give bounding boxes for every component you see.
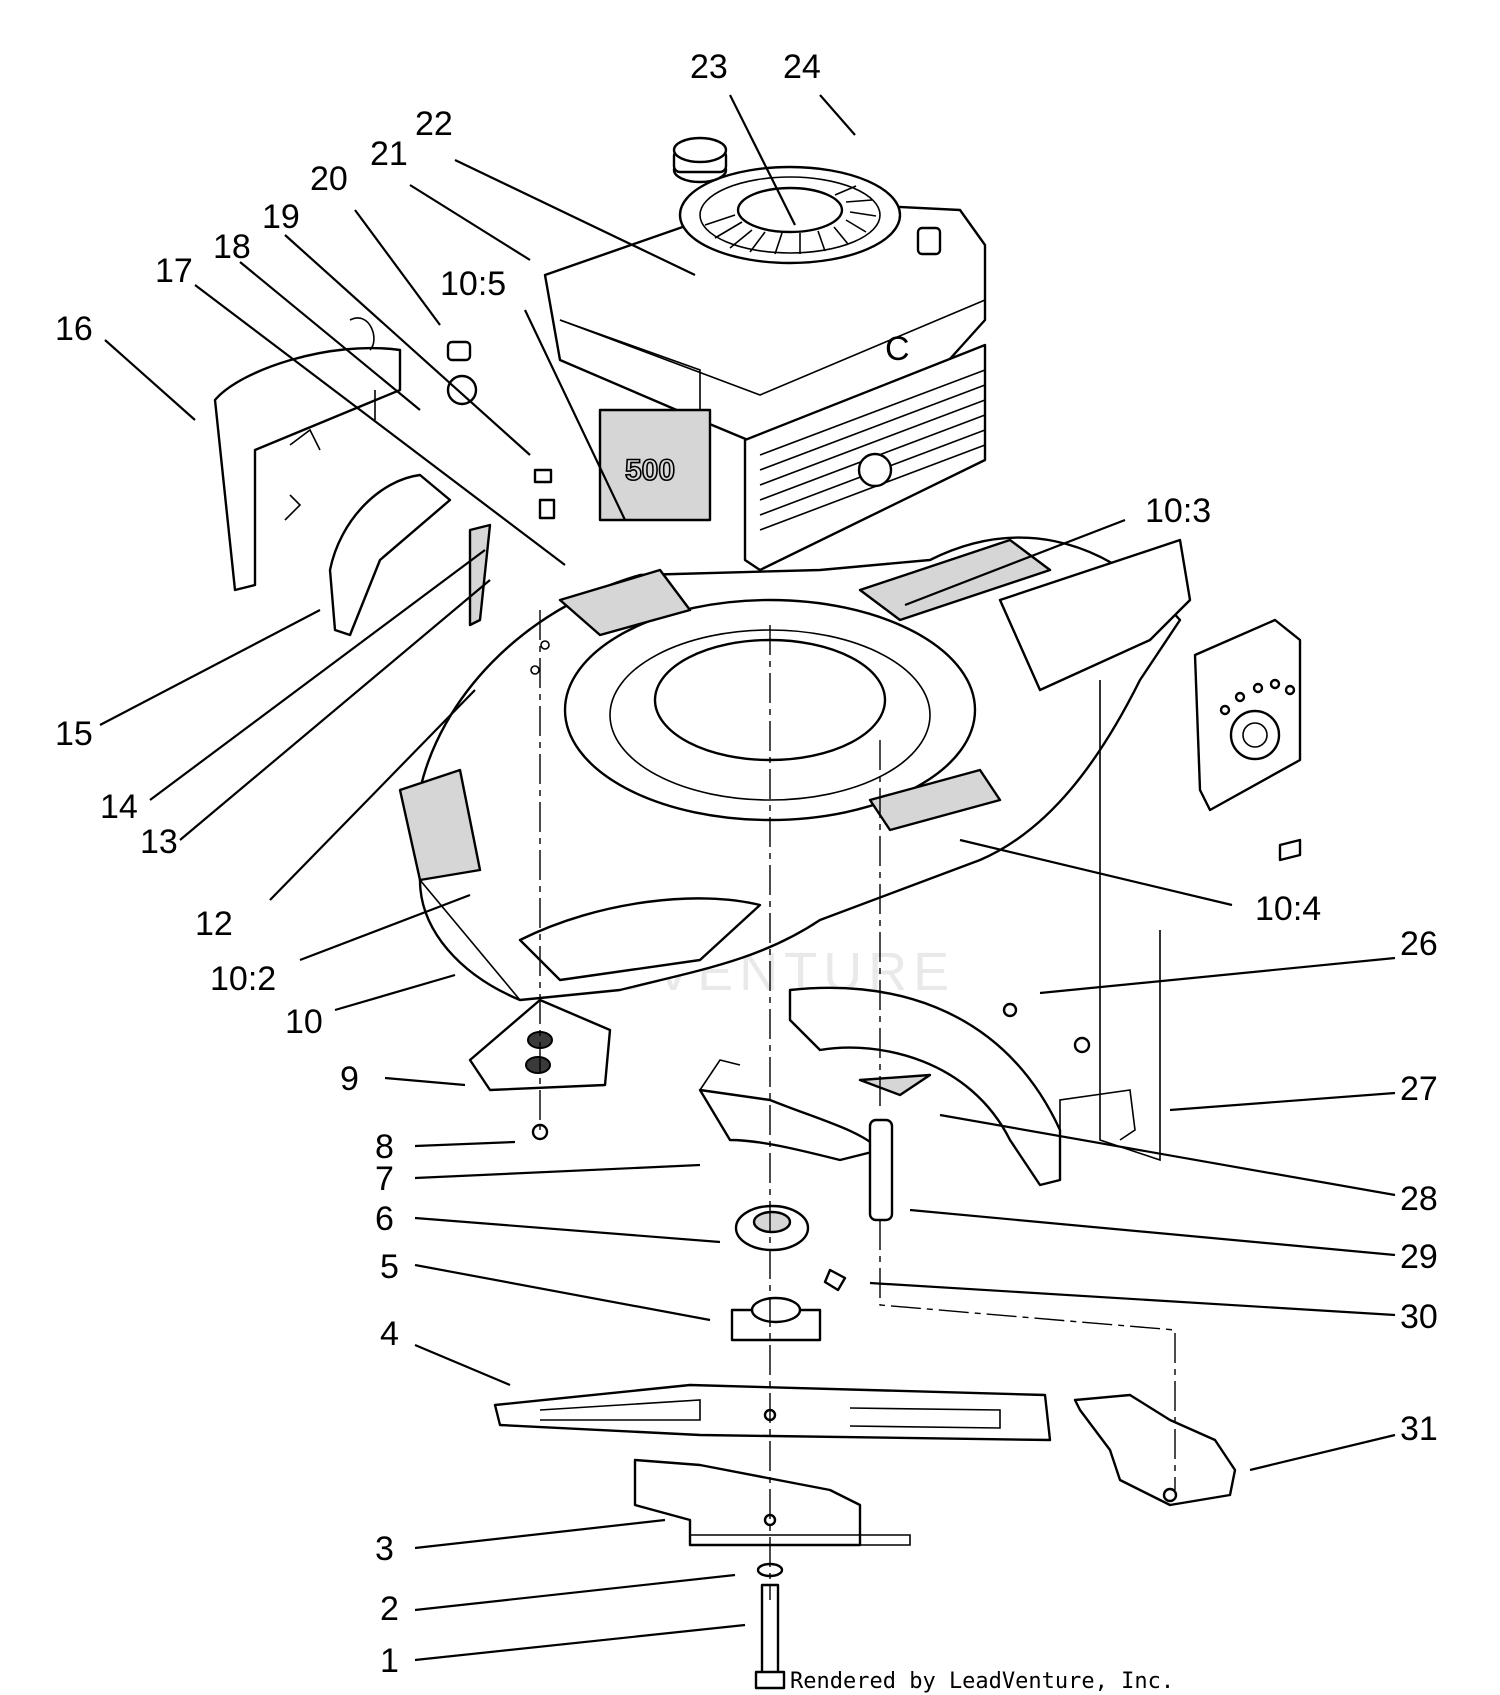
callout-labels: 1 2 3 4 5 6 7 8 9 10 10:2 10:3 10:4 10:5… <box>55 48 1438 1680</box>
callout-17: 17 <box>155 252 193 290</box>
callout-9: 9 <box>340 1060 359 1098</box>
height-adjuster <box>1099 618 1302 1162</box>
callout-10: 10 <box>285 1003 323 1041</box>
callout-18: 18 <box>213 228 251 266</box>
callout-3: 3 <box>375 1530 394 1568</box>
callout-16: 16 <box>55 310 93 348</box>
engine-mark: C <box>885 330 910 368</box>
callout-31: 31 <box>1400 1410 1438 1448</box>
callout-21: 21 <box>370 135 408 173</box>
engine: 500 C <box>543 136 987 572</box>
rear-guard <box>213 317 556 637</box>
callout-10-5: 10:5 <box>440 265 506 303</box>
engine-badge: 500 <box>625 454 675 487</box>
callout-29: 29 <box>1400 1238 1438 1276</box>
lower-parts <box>468 986 1237 1690</box>
callout-12: 12 <box>195 905 233 943</box>
callout-23: 23 <box>690 48 728 86</box>
render-credit: Rendered by LeadVenture, Inc. <box>790 1669 1174 1694</box>
callout-26: 26 <box>1400 925 1438 963</box>
callout-1: 1 <box>380 1642 399 1680</box>
callout-7: 7 <box>375 1160 394 1198</box>
callout-19: 19 <box>262 198 300 236</box>
callout-10-2: 10:2 <box>210 960 276 998</box>
callout-24: 24 <box>783 48 821 86</box>
callout-13: 13 <box>140 823 178 861</box>
callout-10-3: 10:3 <box>1145 492 1211 530</box>
center-lines <box>539 610 1176 1600</box>
callout-14: 14 <box>100 788 138 826</box>
callout-4: 4 <box>380 1315 399 1353</box>
callout-10-4: 10:4 <box>1255 890 1321 928</box>
callout-27: 27 <box>1400 1070 1438 1108</box>
leader-lines <box>99 94 1396 1662</box>
callout-5: 5 <box>380 1248 399 1286</box>
callout-8: 8 <box>375 1128 394 1166</box>
callout-6: 6 <box>375 1200 394 1238</box>
callout-15: 15 <box>55 715 93 753</box>
callout-2: 2 <box>380 1590 399 1628</box>
callout-30: 30 <box>1400 1298 1438 1336</box>
callout-28: 28 <box>1400 1180 1438 1218</box>
callout-20: 20 <box>310 160 348 198</box>
callout-22: 22 <box>415 105 453 143</box>
mower-deck <box>398 536 1192 1002</box>
